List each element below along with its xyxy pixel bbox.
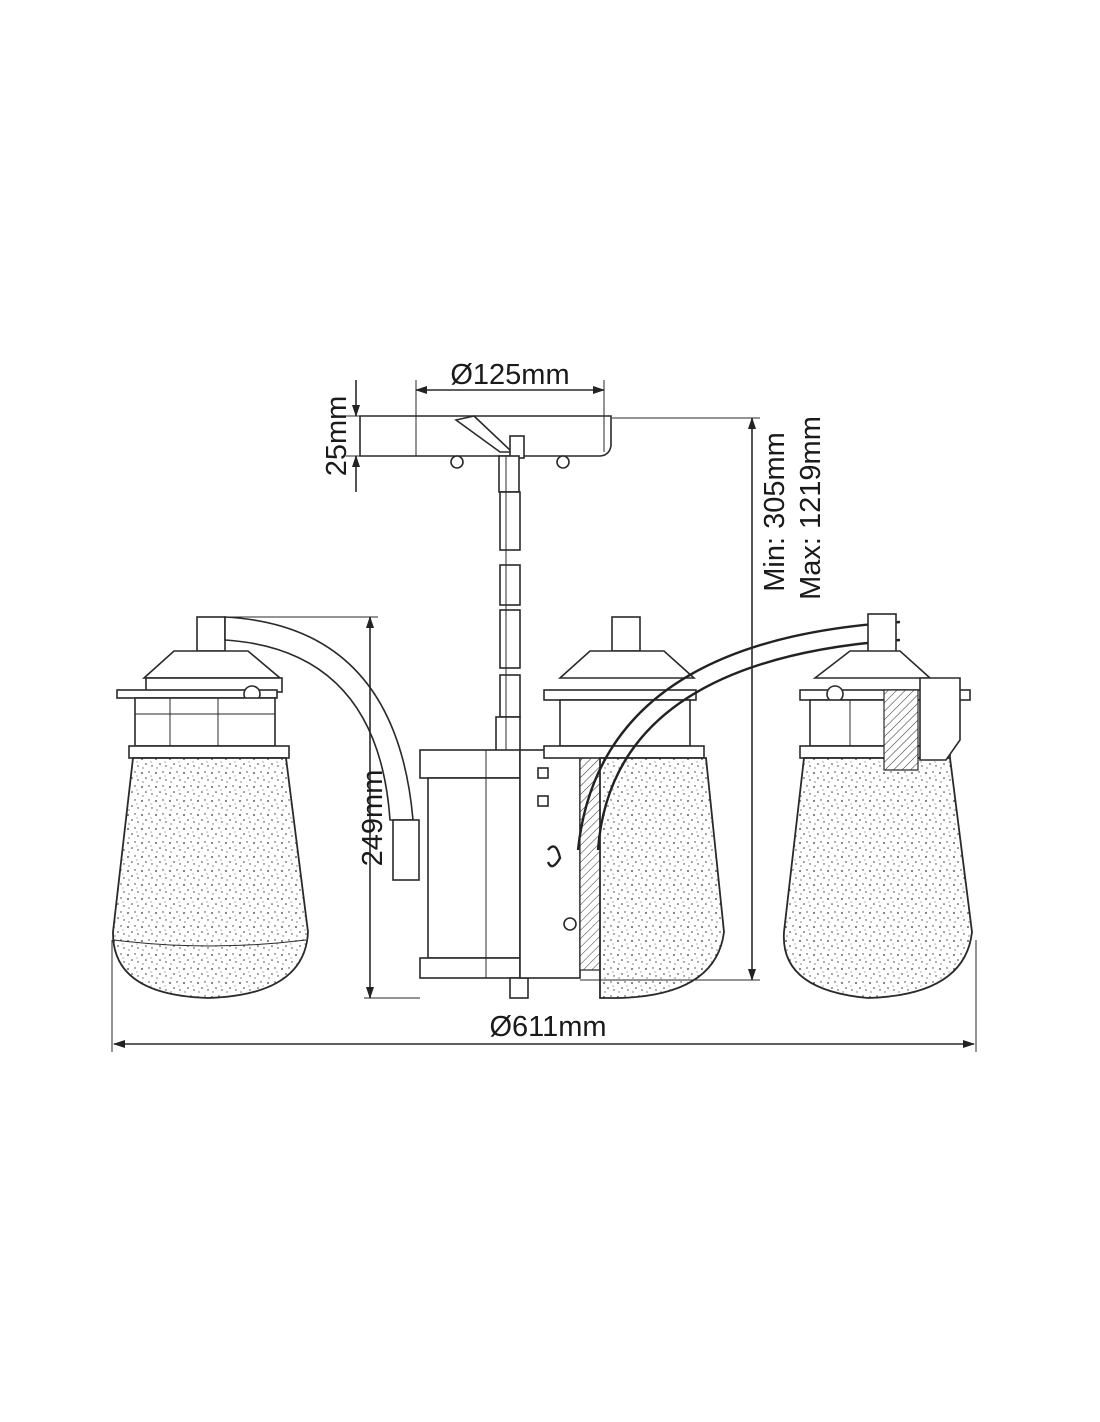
lantern-right (783, 650, 973, 999)
drop-max-label: Max: 1219mm (795, 416, 827, 600)
canopy-diameter-label: Ø125mm (450, 359, 569, 391)
overall-diameter-label: Ø611mm (489, 1011, 606, 1043)
down-rod (495, 455, 521, 754)
lantern-center (543, 616, 725, 999)
canopy (359, 415, 612, 469)
dim-canopy-height: 25mm (321, 380, 362, 492)
dim-canopy-diameter: Ø125mm (415, 359, 605, 416)
drop-min-label: Min: 305mm (759, 432, 791, 592)
lamp-height-label: 249mm (357, 770, 389, 867)
lantern-left (112, 616, 309, 999)
canopy-height-label: 25mm (321, 396, 353, 477)
dim-lamp-height: 249mm (226, 616, 420, 999)
center-hub (419, 739, 617, 999)
arm-left (224, 616, 420, 881)
dim-drop: Min: 305mm Max: 1219mm (580, 416, 827, 981)
dim-overall-diameter: Ø611mm (111, 940, 977, 1052)
